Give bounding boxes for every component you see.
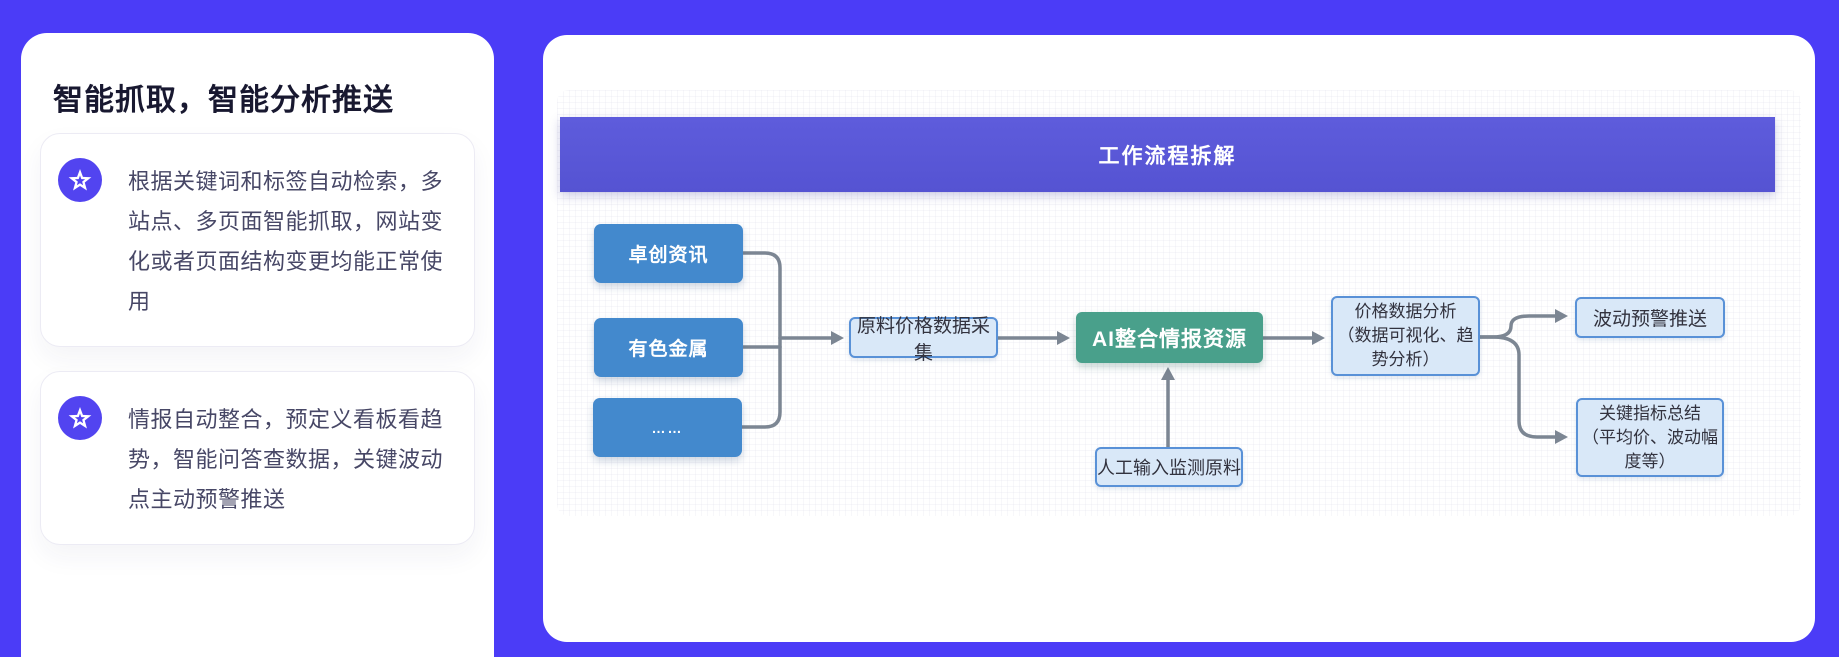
source-node-more: …… (593, 398, 742, 457)
flow-connectors (740, 251, 1568, 449)
node-manual-input: 人工输入监测原料 (1095, 447, 1243, 487)
node-line: （数据可视化、趋 (1337, 326, 1474, 345)
node-line: 势分析） (1371, 350, 1440, 369)
feature-card-capture: 根据关键词和标签自动检索，多站点、多页面智能抓取，网站变化或者页面结构变更均能正… (40, 133, 475, 347)
workflow-card: 工作流程拆解 卓创资讯 有色金属 …… 原料价格数据采集 AI整合情报资源 人工… (543, 35, 1815, 642)
connector-sources-bracket (740, 251, 782, 429)
page-title: 智能抓取，智能分析推送 (53, 84, 394, 117)
workflow-header-bar: 工作流程拆解 (560, 117, 1775, 192)
node-key-metrics-summary: 关键指标总结 （平均价、波动幅 度等） (1576, 398, 1724, 477)
node-fluctuation-alert: 波动预警推送 (1575, 297, 1725, 338)
connector-analysis-to-alert (1478, 314, 1557, 339)
source-node-nonferrous: 有色金属 (594, 318, 743, 377)
arrowhead-icon (831, 331, 844, 345)
arrowhead-icon (1057, 331, 1070, 345)
node-line: 度等） (1624, 451, 1676, 471)
connector-analysis-to-summary (1478, 335, 1557, 439)
arrowhead-icon (1312, 331, 1325, 345)
node-ai-intel-integration: AI整合情报资源 (1076, 312, 1263, 363)
left-panel-card: 智能抓取，智能分析推送 根据关键词和标签自动检索，多站点、多页面智能抓取，网站变… (21, 33, 494, 657)
arrowhead-icon (1555, 309, 1568, 323)
feature-card-intel: 情报自动整合，预定义看板看趋势，智能问答查数据，关键波动点主动预警推送 (40, 371, 475, 545)
node-price-analysis: 价格数据分析 （数据可视化、趋 势分析） (1331, 296, 1480, 376)
star-badge-icon (58, 158, 102, 202)
feature-text: 根据关键词和标签自动检索，多站点、多页面智能抓取，网站变化或者页面结构变更均能正… (128, 169, 444, 314)
arrowhead-icon (1161, 367, 1175, 380)
node-line: （平均价、波动幅 (1582, 427, 1718, 447)
source-node-zhuochuang: 卓创资讯 (594, 224, 743, 283)
node-line: 价格数据分析 (1354, 302, 1457, 321)
feature-text: 情报自动整合，预定义看板看趋势，智能问答查数据，关键波动点主动预警推送 (128, 407, 444, 512)
workflow-header-title: 工作流程拆解 (1098, 144, 1237, 168)
arrowhead-icon (1555, 430, 1568, 444)
node-price-data-collection: 原料价格数据采集 (849, 316, 998, 364)
star-badge-icon (58, 396, 102, 440)
node-line: 关键指标总结 (1599, 403, 1701, 423)
